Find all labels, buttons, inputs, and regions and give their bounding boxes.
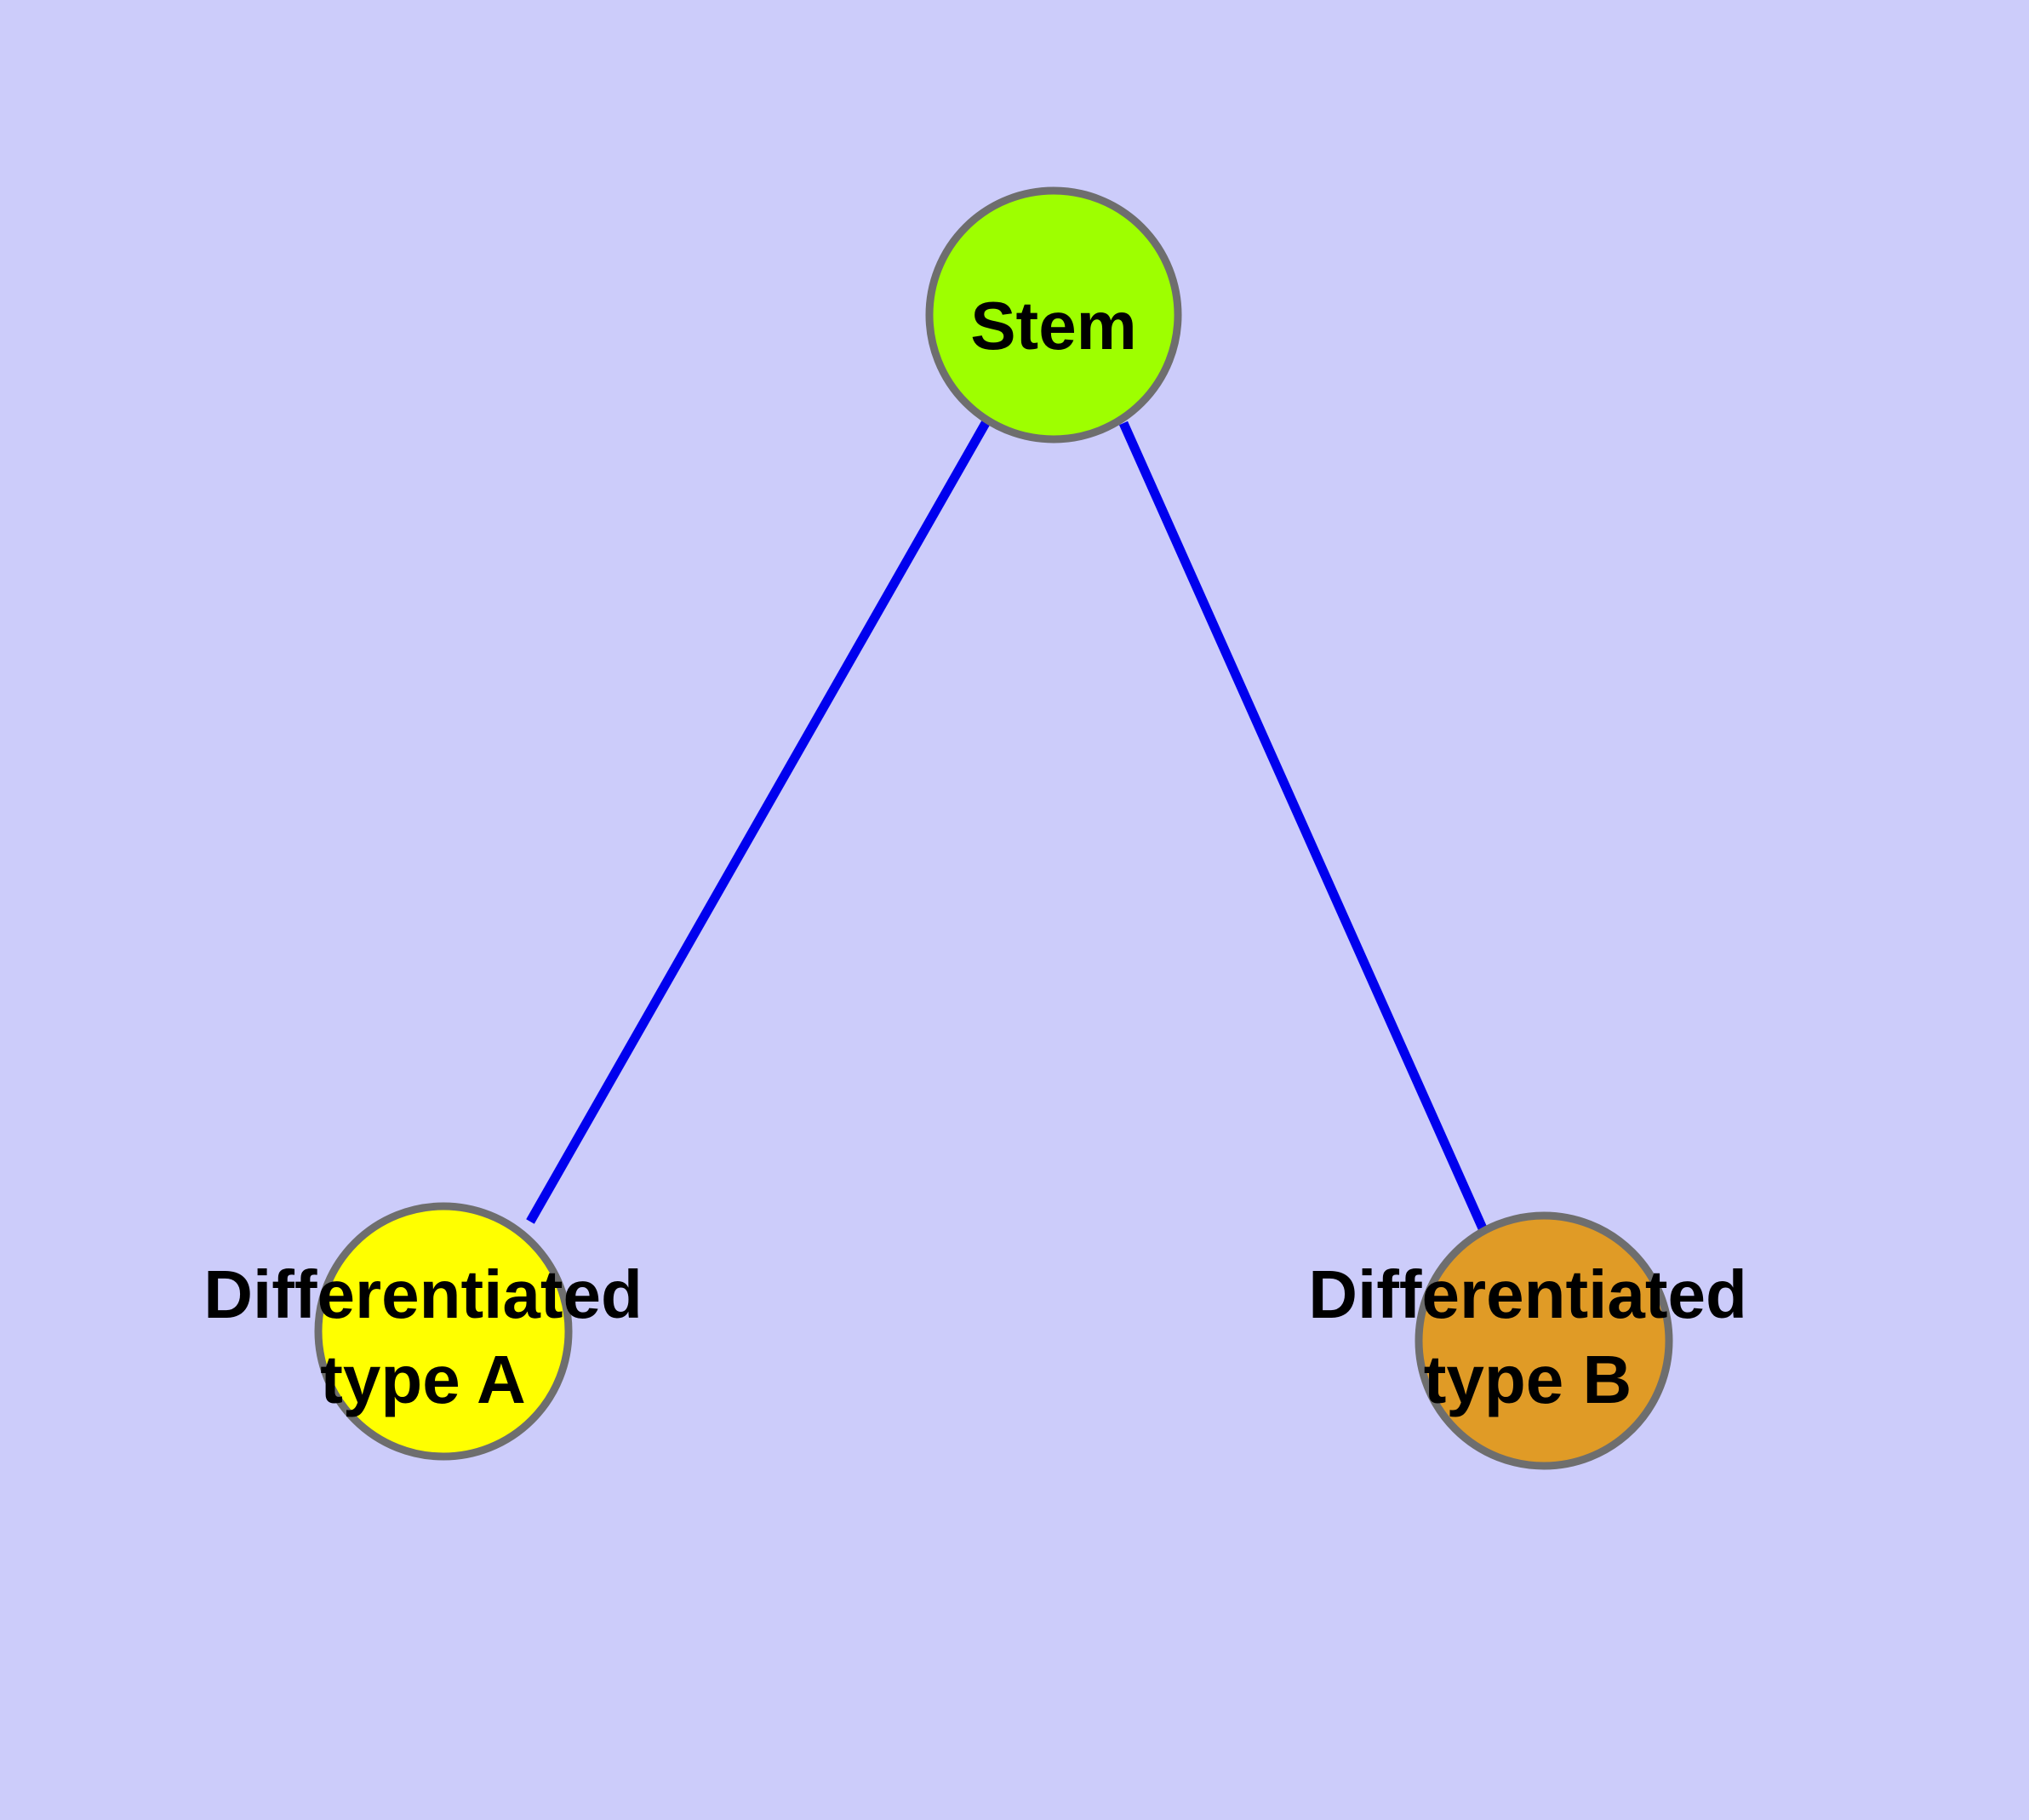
edge-stem-to-diff-b[interactable]: [1118, 421, 1488, 1231]
node-label-differentiated-type-a: Differentiated type A: [203, 1256, 643, 1417]
node-label-stem: Stem: [970, 288, 1137, 363]
node-stem[interactable]: [925, 186, 1182, 444]
edge-stem-to-diff-a[interactable]: [526, 421, 990, 1224]
node-differentiated-type-b[interactable]: [1415, 1211, 1673, 1470]
node-label-line: type B: [1424, 1342, 1632, 1417]
node-label-line: Differentiated: [203, 1256, 643, 1332]
node-label-line: type A: [320, 1342, 526, 1417]
node-label-differentiated-type-b: Differentiated type B: [1308, 1256, 1747, 1417]
label-layer: Stem Differentiated type A Differentiated…: [203, 288, 1747, 1417]
node-label-line: Differentiated: [1308, 1256, 1747, 1332]
node-layer: [314, 186, 1673, 1470]
edge-layer: [526, 421, 1488, 1231]
node-differentiated-type-a[interactable]: [314, 1202, 573, 1461]
node-label-line: Stem: [970, 288, 1137, 363]
